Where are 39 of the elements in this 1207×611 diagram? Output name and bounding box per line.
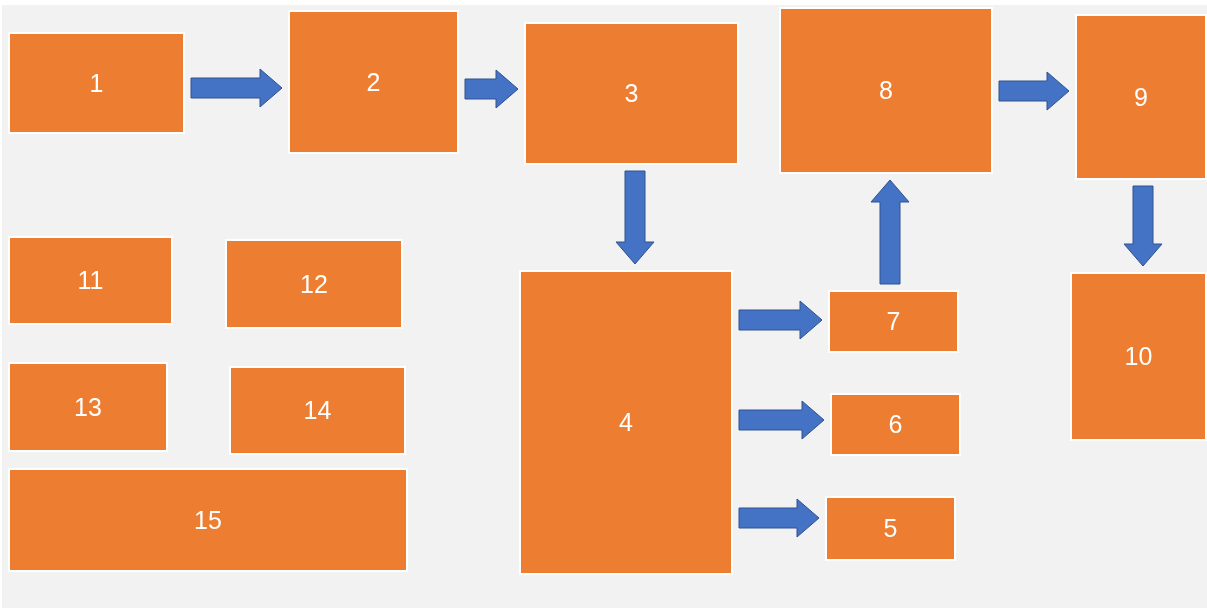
box-label: 3 [624,81,639,106]
box-label: 1 [89,70,104,96]
box-label: 4 [619,410,633,435]
block-arrow [464,69,519,109]
box-label: 7 [886,309,901,334]
process-box [288,10,459,154]
process-box [1075,14,1207,180]
process-box [229,366,406,455]
process-box [519,270,733,575]
box-label: 14 [303,398,332,423]
block-arrow [190,68,283,108]
box-label: 12 [300,271,328,297]
box-label: 10 [1124,344,1153,369]
block-arrow [738,498,820,538]
box-label: 11 [77,268,104,293]
block-arrow [615,170,655,265]
process-box [825,496,956,561]
box-label: 6 [888,412,903,437]
box-label: 2 [366,69,381,95]
process-box [8,468,408,572]
block-arrow [738,300,823,340]
process-box [828,290,959,353]
process-box [8,236,173,325]
block-arrow [1123,185,1163,267]
process-box [524,22,739,165]
process-box [225,239,403,329]
block-arrow [998,71,1070,111]
box-label: 8 [879,78,893,103]
block-arrow [870,179,910,285]
process-box [8,362,168,452]
process-box [1070,272,1207,441]
box-label: 15 [194,507,222,533]
process-box [8,32,185,134]
block-arrow [738,400,825,440]
box-label: 9 [1134,84,1148,110]
box-label: 5 [883,516,898,541]
box-label: 13 [74,394,102,420]
process-box [779,7,993,174]
process-box [830,393,961,456]
